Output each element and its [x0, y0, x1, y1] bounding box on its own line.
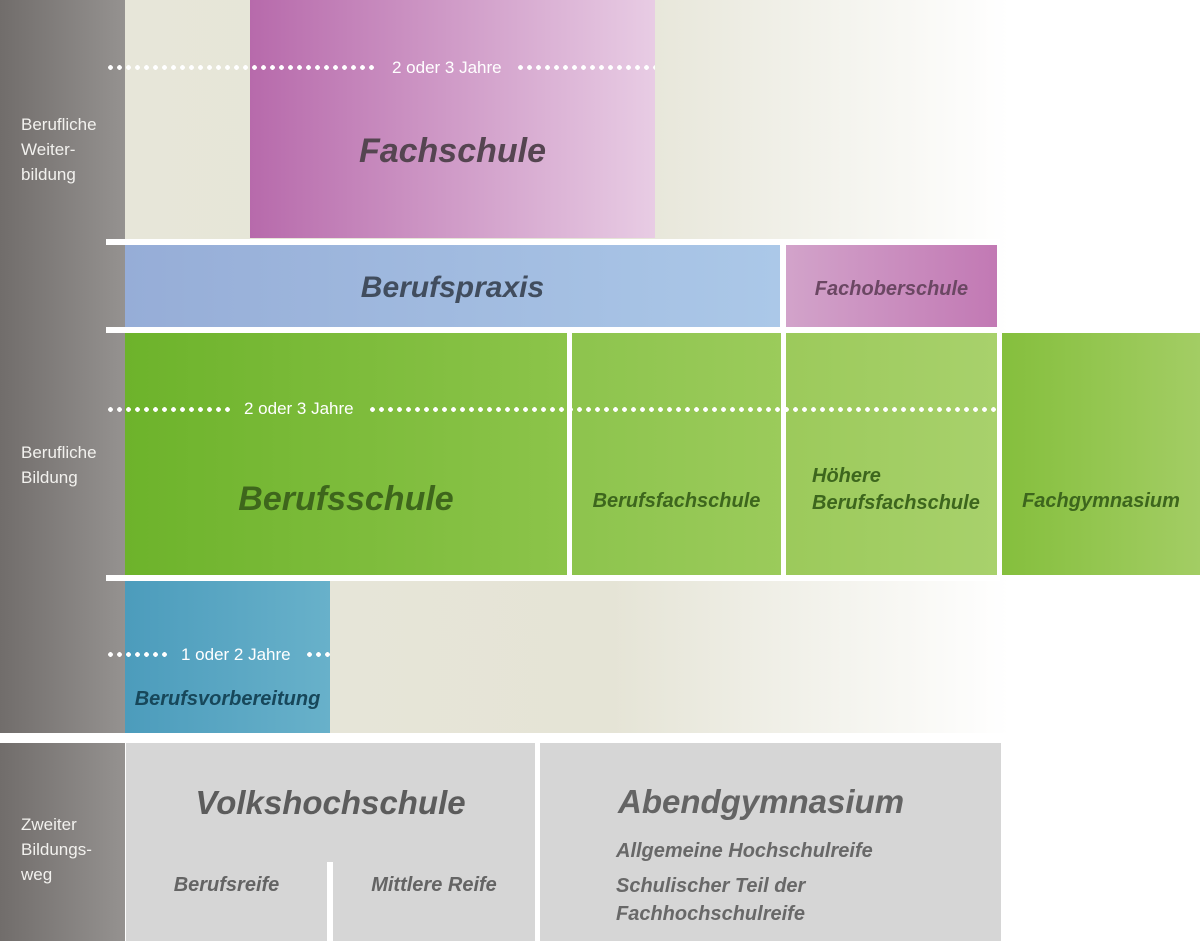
dotted-leader-left	[106, 652, 167, 657]
box-berufsschule: Berufsschule	[125, 333, 567, 575]
label-hoehere-berufsfachschule: Höhere Berufsfachschule	[812, 465, 980, 514]
label-berufsreife: Berufsreife	[173, 874, 280, 896]
divider	[567, 333, 572, 575]
sidebar-lower	[0, 743, 125, 941]
duration-line-berufsvorbereitung: 1 oder 2 Jahre	[106, 644, 330, 664]
label-mittlere-reife: Mittlere Reife	[371, 874, 497, 896]
label-berufspraxis: Berufspraxis	[360, 271, 545, 304]
label-volkshochschule: Volkshochschule	[195, 784, 466, 821]
dotted-leader-right	[367, 406, 997, 412]
separator-line	[106, 239, 1000, 245]
label-berufsfachschule: Berufsfachschule	[592, 490, 761, 512]
dotted-leader-right	[304, 652, 330, 657]
duration-line-berufsschule: 2 oder 3 Jahre	[106, 399, 997, 418]
separator-line	[106, 575, 1000, 581]
duration-label: 2 oder 3 Jahre	[244, 399, 354, 418]
label-fachgymnasium: Fachgymnasium	[1022, 490, 1180, 512]
sidebar-label-berufliche-weiterbildung: Berufliche Weiter- bildung	[21, 115, 97, 184]
duration-label: 1 oder 2 Jahre	[181, 644, 291, 664]
divider	[780, 245, 786, 327]
sidebar-label-berufliche-bildung: Berufliche Bildung	[21, 443, 97, 487]
label-berufsvorbereitung: Berufsvorbereitung	[134, 688, 321, 710]
box-fachgymnasium: Fachgymnasium	[1002, 333, 1200, 575]
sidebar-upper	[0, 0, 125, 733]
box-hoehere-berufsfachschule: Höhere Berufsfachschule	[786, 333, 997, 575]
separator-line	[106, 327, 1000, 333]
label-fachoberschule: Fachoberschule	[814, 277, 969, 300]
dotted-leader-left	[106, 65, 378, 70]
sidebar-label-zweiter-bildungsweg: Zweiter Bildungs- weg	[21, 815, 92, 884]
dotted-leader-left	[106, 406, 230, 412]
duration-label: 2 oder 3 Jahre	[392, 57, 502, 77]
box-fachschule: Fachschule	[250, 0, 655, 238]
divider	[997, 333, 1002, 575]
dotted-leader-right	[515, 65, 655, 70]
box-berufspraxis: Berufspraxis	[125, 245, 780, 327]
box-berufsvorbereitung: Berufsvorbereitung	[125, 581, 330, 733]
label-allgemeine-hochschulreife: Allgemeine Hochschulreife	[616, 840, 873, 862]
box-abendgymnasium: Abendgymnasium Allgemeine Hochschulreife…	[540, 743, 1001, 941]
label-abendgymnasium: Abendgymnasium	[618, 783, 905, 820]
label-fachschule: Fachschule	[358, 132, 547, 170]
divider	[781, 333, 786, 575]
box-berufsfachschule: Berufsfachschule	[572, 333, 781, 575]
duration-line-fachschule: 2 oder 3 Jahre	[106, 57, 655, 77]
label-berufsschule: Berufsschule	[238, 480, 454, 518]
label-schulischer-teil-fachhochschulreife: Schulischer Teil der Fachhochschulreife	[616, 875, 806, 925]
divider	[327, 862, 333, 941]
box-fachoberschule: Fachoberschule	[786, 245, 997, 327]
